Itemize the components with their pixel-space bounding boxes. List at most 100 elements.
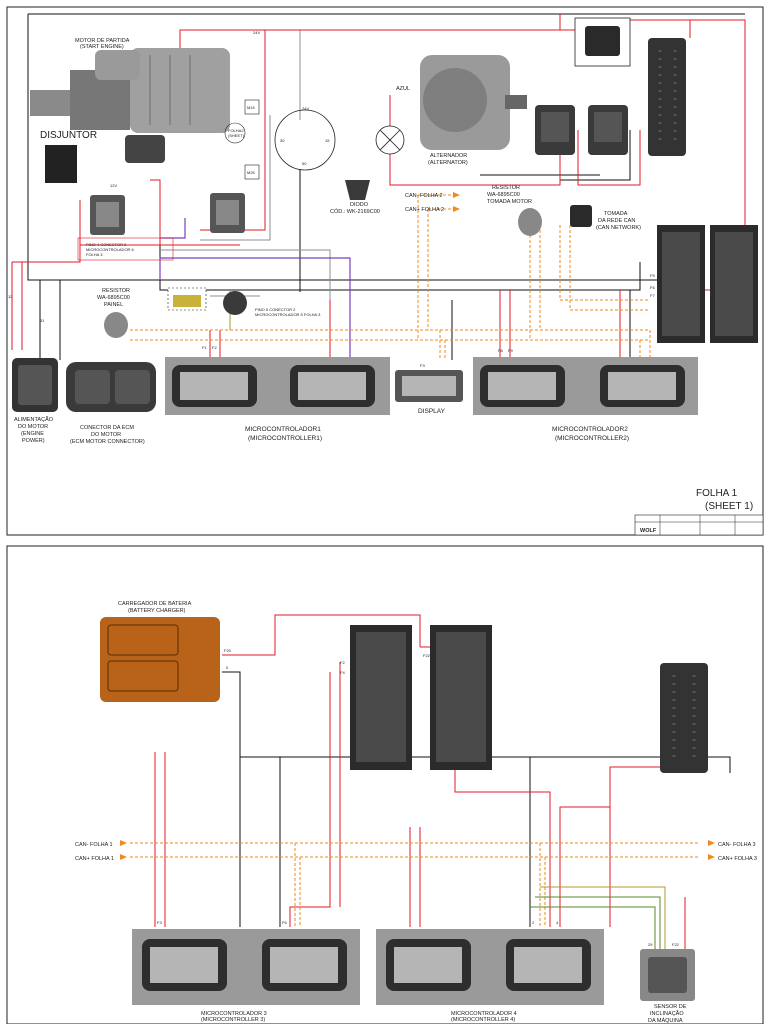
- sensor-label-3: DA MÁQUINA: [648, 1017, 683, 1024]
- relay-right-2: [588, 105, 628, 155]
- fuse-m25-label: M25: [247, 170, 256, 175]
- can-plus-3-arrow: [708, 854, 715, 860]
- tag-29: 29: [648, 942, 653, 947]
- micro3-label: MICROCONTROLADOR 3: [201, 1011, 267, 1017]
- brand-logo: WOLF: [640, 528, 657, 534]
- start-motor-label-en: (START ENGINE): [80, 44, 124, 50]
- key-30: 30: [280, 138, 285, 143]
- ecm-label-1: CONECTOR DA ECM: [80, 425, 134, 431]
- sheet-1-title-en: (SHEET 1): [705, 501, 753, 512]
- fuse-box-2: [710, 225, 758, 343]
- start-motor-label: MOTOR DE PARTIDA: [75, 38, 130, 44]
- title-block: [634, 514, 764, 536]
- micro4-label-en: (MICROCONTROLLER 4): [451, 1017, 515, 1023]
- can-plus-1-arrow: [120, 854, 127, 860]
- battery-charger: [100, 617, 220, 702]
- switch-module: [173, 295, 201, 307]
- round-connector: [223, 291, 247, 315]
- engine-power-2: DO MOTOR: [18, 424, 48, 430]
- sheet-1-title: FOLHA 1: [696, 488, 738, 499]
- sheet-2: CARREGADOR DE BATERIA (BATTERY CHARGER) …: [0, 537, 768, 1024]
- ignition-switch: [274, 109, 336, 171]
- pino-note-3: FOLHA 3: [86, 252, 103, 257]
- battery-sheet1: [648, 38, 686, 156]
- solenoid: [125, 135, 165, 163]
- tag-f22-top: F22: [423, 653, 431, 658]
- diode-connector: [345, 180, 370, 200]
- pino-note-2: MICROCONTROLADOR 6: [86, 247, 135, 252]
- can-minus-folha1: CAN- FOLHA 1: [75, 842, 113, 848]
- resistor-painel-1: RESISTOR: [102, 288, 130, 294]
- alternator-label-en: (ALTERNATOR): [428, 160, 468, 166]
- sheet-2-diagram: CARREGADOR DE BATERIA (BATTERY CHARGER) …: [6, 545, 764, 1024]
- can-minus-1-arrow: [120, 840, 127, 846]
- disjuntor-device: [45, 145, 77, 183]
- alternator-label: ALTERNADOR: [430, 153, 467, 159]
- pino-note-1: PINO 4 CONECTOR 2: [86, 242, 127, 247]
- sheet2-fuse-box-1: [350, 625, 412, 770]
- can-plus-folha3: CAN+ FOLHA 3: [718, 856, 757, 862]
- can-plus-arrow: [453, 206, 460, 212]
- tilt-sensor: [640, 949, 695, 1001]
- tomada-2: DA REDE CAN: [598, 218, 635, 224]
- key-24v: 24V: [302, 106, 309, 111]
- can-minus-arrow: [453, 192, 460, 198]
- tag-2-s2: 2: [532, 920, 535, 925]
- sheet2-ground-wires: [222, 671, 731, 927]
- folha-small-2: (SHEET): [228, 133, 245, 138]
- resistor-painel-3: PAINEL: [104, 302, 123, 308]
- tag-f6-s2: F6: [282, 920, 287, 925]
- resistor-motor-3: TOMADA MOTOR: [487, 199, 532, 205]
- sensor-label-1: SENSOR DE: [654, 1004, 687, 1010]
- sheet2-can-wires: [130, 842, 700, 927]
- folha-marker: [224, 122, 246, 144]
- can-minus-folha3: CAN- FOLHA 3: [718, 842, 756, 848]
- relay-right-1: [535, 105, 575, 155]
- can-socket: [570, 205, 592, 227]
- microcontroller-1: [165, 357, 390, 415]
- microcontroller-4: [376, 929, 604, 1005]
- fuse-box-1: [657, 225, 705, 343]
- folha-small: FOLHA2: [228, 128, 244, 133]
- tag-f2: F2: [212, 345, 217, 350]
- sheet-1-border: [6, 6, 764, 536]
- pino5-note-1: PINO 5 CONECTOR 2: [255, 307, 296, 312]
- key-50: 50: [302, 161, 307, 166]
- can-wires: [130, 194, 651, 360]
- can-plus-folha1: CAN+ FOLHA 1: [75, 856, 114, 862]
- diode-label: DIODO: [350, 202, 369, 208]
- micro1-label-en: (MICROCONTROLLER1): [248, 435, 322, 442]
- microcontroller-2: [473, 357, 698, 415]
- micro3-label-en: (MICROCONTROLLER 3): [201, 1017, 265, 1023]
- fuse-m15: [244, 99, 260, 115]
- battery-sheet2: [660, 663, 708, 773]
- ecm-label-3: (ECM MOTOR CONNECTOR): [70, 439, 145, 445]
- tomada-1: TOMADA: [604, 211, 628, 217]
- tag-31: 31: [40, 318, 45, 323]
- can-minus-folha2: CAN- FOLHA 2: [405, 193, 443, 199]
- tag-f3: F3: [420, 363, 425, 368]
- engine-power-4: POWER): [22, 438, 45, 444]
- tag-f2-s2: F2: [340, 660, 345, 665]
- tomada-3: (CAN NETWORK): [596, 225, 641, 231]
- can-minus-3-arrow: [708, 840, 715, 846]
- sheet-1-diagram: MOTOR DE PARTIDA (START ENGINE) DISJUNTO…: [6, 6, 764, 536]
- disjuntor-label: DISJUNTOR: [40, 130, 97, 141]
- tag-f1: F1: [202, 345, 207, 350]
- relay-left: [90, 195, 125, 235]
- wire-f7: F7: [650, 293, 655, 298]
- fuse-m15-label: M15: [247, 105, 256, 110]
- charger-label: CARREGADOR DE BATERIA: [118, 601, 192, 607]
- micro4-label: MICROCONTROLADOR 4: [451, 1011, 517, 1017]
- start-motor: [30, 48, 230, 133]
- tag-f22: F22: [672, 942, 680, 947]
- tag-f20: F20: [224, 648, 232, 653]
- azul-label: AZUL: [396, 86, 410, 92]
- tag-f3-s2: F3: [157, 920, 162, 925]
- wire-f6: F6: [650, 285, 655, 290]
- sheet2-gold-wire: [540, 886, 666, 952]
- tag-12v: 12V: [110, 183, 117, 188]
- relay-mid: [210, 193, 245, 233]
- tag-0: 0: [226, 665, 229, 670]
- display-label: DISPLAY: [418, 408, 446, 415]
